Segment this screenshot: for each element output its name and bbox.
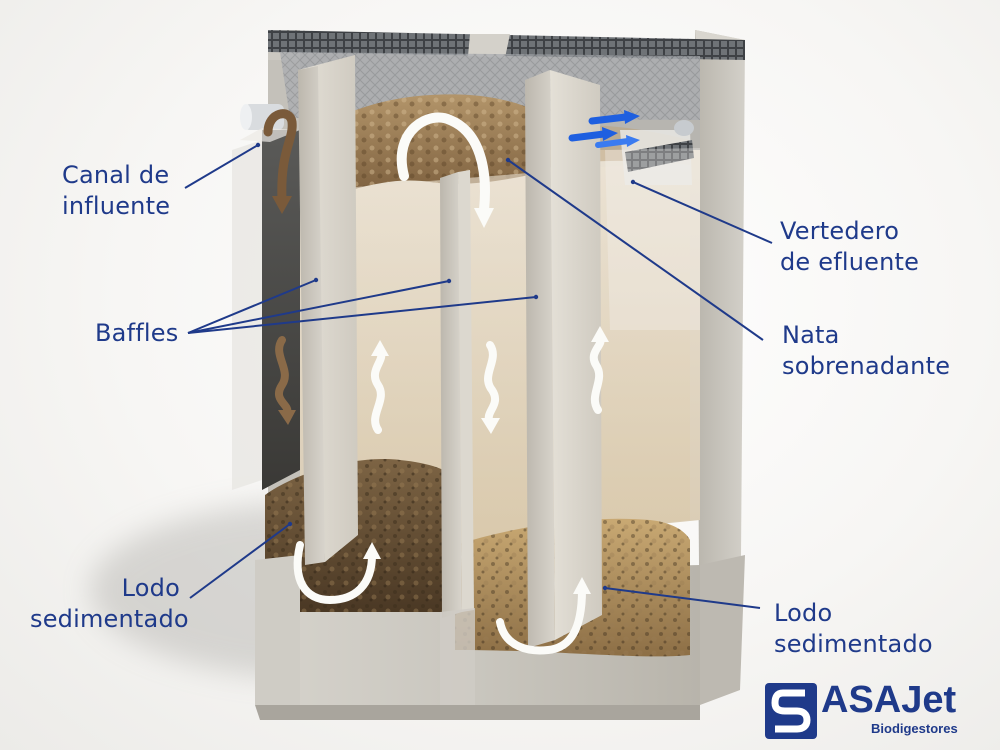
label-scum: Nata sobrenadante [782, 320, 950, 382]
influent-channel [232, 128, 300, 490]
leader-baffle-3 [187, 294, 539, 334]
leader-scum [505, 157, 764, 341]
asajet-logo-icon [765, 683, 817, 739]
leader-influent [184, 142, 261, 189]
curved-arrow-icon [589, 334, 605, 414]
leader-sludge-left [189, 521, 293, 599]
front-cut-edges [255, 555, 475, 705]
curved-arrow-icon [272, 196, 292, 214]
leader-weir [630, 179, 773, 244]
curved-arrow-icon [370, 348, 386, 434]
label-line: Nata [782, 321, 840, 349]
label-line: Baffles [95, 319, 179, 347]
label-line: influente [62, 192, 171, 220]
effluent-weir [605, 120, 700, 330]
label-line: Lodo [121, 574, 180, 602]
label-effluent-weir: Vertedero de efluente [780, 216, 919, 278]
baffle-1 [298, 55, 358, 565]
curved-arrow-icon [595, 138, 631, 148]
curved-arrow-icon [278, 410, 296, 425]
leader-lines [184, 142, 773, 609]
label-sludge-right: Lodo sedimentado [774, 598, 933, 660]
curved-arrow-icon [573, 577, 591, 594]
curved-arrow-icon [568, 130, 608, 142]
curved-arrow-icon [626, 135, 640, 147]
curved-arrow-icon [481, 418, 500, 434]
label-line: Lodo [774, 599, 833, 627]
curved-arrow-icon [591, 326, 609, 342]
curved-arrow-icon [496, 586, 586, 655]
baffle-3 [525, 70, 602, 648]
curved-arrow-icon [275, 336, 292, 416]
curved-arrow-icon [263, 109, 297, 205]
label-sludge-left: Lodo sedimentado [30, 573, 189, 635]
label-line: Vertedero [780, 217, 900, 245]
logo-wordmark: ASAJet [821, 679, 957, 721]
label-line: Canal de [62, 161, 170, 189]
label-influent-channel: Canal de influente [62, 160, 170, 222]
flow-arrows [263, 109, 640, 655]
label-baffles: Baffles [95, 318, 178, 349]
curved-arrow-icon [363, 542, 381, 559]
leader-sludge-right [602, 585, 761, 609]
baffle-2 [440, 170, 474, 618]
label-line: de efluente [780, 248, 920, 276]
label-line: sedimentado [774, 630, 933, 658]
asajet-logo: ASAJet Biodigestores [765, 679, 990, 743]
curved-arrow-icon [474, 208, 494, 228]
curved-arrow-icon [484, 341, 500, 426]
curved-arrow-icon [588, 113, 630, 125]
leader-baffle-1 [187, 277, 319, 334]
logo-subtitle: Biodigestores [871, 721, 958, 736]
curved-arrow-icon [624, 110, 640, 124]
curved-arrow-icon [371, 340, 389, 356]
label-line: sedimentado [30, 605, 189, 633]
leader-baffle-2 [187, 278, 452, 334]
curved-arrow-icon [293, 541, 376, 605]
curved-arrow-icon [396, 112, 490, 215]
curved-arrow-icon [602, 127, 618, 141]
label-line: sobrenadante [782, 352, 951, 380]
